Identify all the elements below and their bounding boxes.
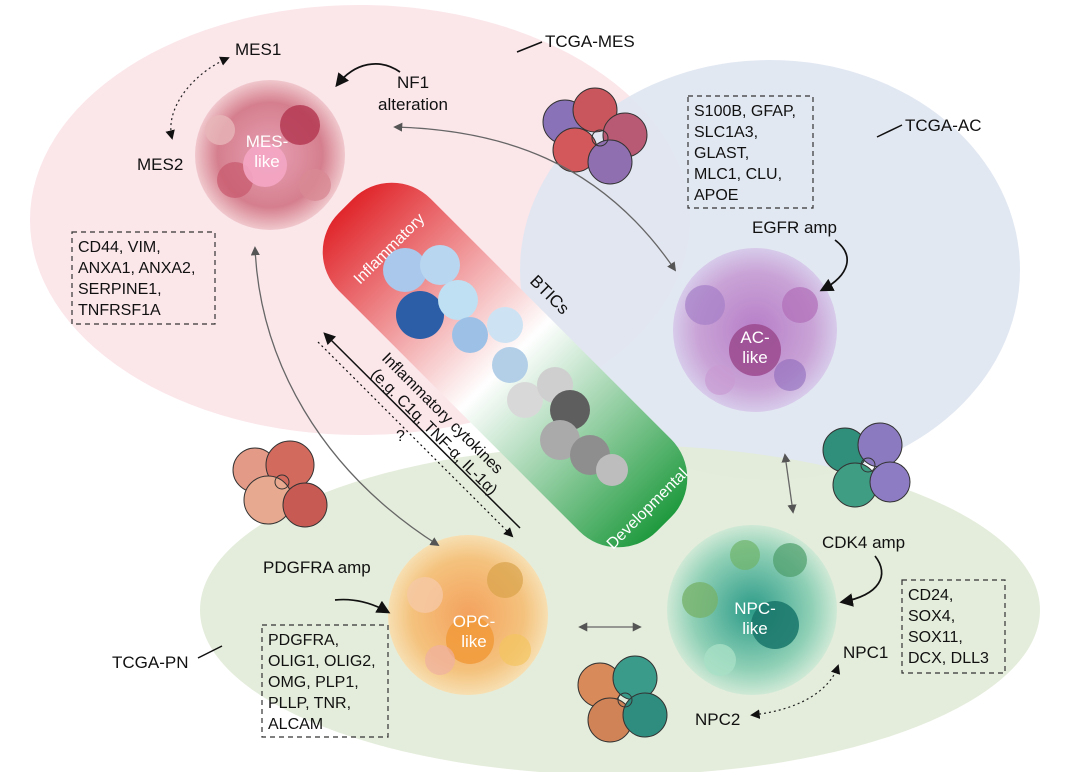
npc-marker-box: CD24, SOX4, SOX11, DCX, DLL3	[901, 579, 1006, 674]
cdk4-arrow	[839, 555, 883, 607]
npc-marker-line4: DCX, DLL3	[908, 650, 989, 667]
egfr-arrow	[819, 239, 848, 292]
mes-marker-line4: TNFRSF1A	[78, 302, 161, 319]
mes-marker-line2: ANXA1, ANXA2,	[78, 260, 195, 277]
opc-marker-line1: PDGFRA,	[268, 632, 339, 649]
tcga-ac-label: TCGA-AC	[905, 116, 982, 135]
mes1-label: MES1	[235, 40, 281, 59]
opc-marker-line3: OMG, PLP1,	[268, 674, 359, 691]
opc-like-tumor	[388, 535, 548, 695]
ac-like-label-line1: AC-	[740, 328, 769, 347]
npc-marker-line2: SOX4,	[908, 608, 955, 625]
npc1-label: NPC1	[843, 643, 888, 662]
mes-ac-transition-arrow	[393, 122, 677, 272]
pn-cell-cluster	[232, 440, 328, 528]
tcga-mes-label: TCGA-MES	[545, 32, 635, 51]
cdk4-label: CDK4 amp	[822, 533, 905, 552]
opc-marker-line5: ALCAM	[268, 716, 323, 733]
mes-like-label-line2: like	[254, 152, 280, 171]
ac-cell-cluster	[822, 422, 911, 508]
ac-marker-box: S100B, GFAP, SLC1A3, GLAST, MLC1, CLU, A…	[687, 95, 814, 209]
mes-marker-line3: SERPINE1,	[78, 281, 162, 298]
ac-marker-line4: MLC1, CLU,	[694, 166, 782, 183]
ac-marker-line1: S100B, GFAP,	[694, 103, 796, 120]
npc-like-label-line1: NPC-	[734, 599, 776, 618]
npc-marker-line1: CD24,	[908, 587, 953, 604]
nf1-label-line2: alteration	[378, 95, 448, 114]
npc-like-tumor	[667, 525, 837, 695]
opc-marker-line2: OLIG1, OLIG2,	[268, 653, 376, 670]
mes2-label: MES2	[137, 155, 183, 174]
mes-marker-line1: CD44, VIM,	[78, 239, 161, 256]
nf1-arrow	[335, 63, 401, 88]
opc-like-label-line2: like	[461, 632, 487, 651]
mes1-mes2-arrow	[165, 56, 230, 140]
mes-opc-transition-arrow	[250, 246, 440, 546]
mes-marker-box: CD44, VIM, ANXA1, ANXA2, SERPINE1, TNFRS…	[71, 231, 216, 325]
opc-marker-box: PDGFRA, OLIG1, OLIG2, OMG, PLP1, PLLP, T…	[261, 624, 389, 738]
ac-marker-line3: GLAST,	[694, 145, 749, 162]
egfr-label: EGFR amp	[752, 218, 837, 237]
ac-like-label-line2: like	[742, 348, 768, 367]
ac-marker-line2: SLC1A3,	[694, 124, 758, 141]
pdgfra-arrow	[334, 598, 391, 614]
npc-like-label-line2: like	[742, 619, 768, 638]
ac-npc-transition-arrow	[781, 453, 797, 514]
npc2-label: NPC2	[695, 710, 740, 729]
ac-marker-line5: APOE	[694, 187, 738, 204]
question-mark: ?	[396, 428, 405, 445]
npc-marker-line3: SOX11,	[908, 629, 963, 646]
mes-like-tumor	[195, 80, 345, 230]
tcga-pn-label: TCGA-PN	[112, 653, 189, 672]
opc-npc-cell-cluster	[577, 655, 668, 743]
mes-like-label-line1: MES-	[246, 132, 289, 151]
pdgfra-label: PDGFRA amp	[263, 558, 371, 577]
nf1-label-line1: NF1	[397, 73, 429, 92]
opc-marker-line4: PLLP, TNR,	[268, 695, 351, 712]
ac-like-tumor	[673, 248, 837, 412]
opc-like-label-line1: OPC-	[453, 612, 496, 631]
